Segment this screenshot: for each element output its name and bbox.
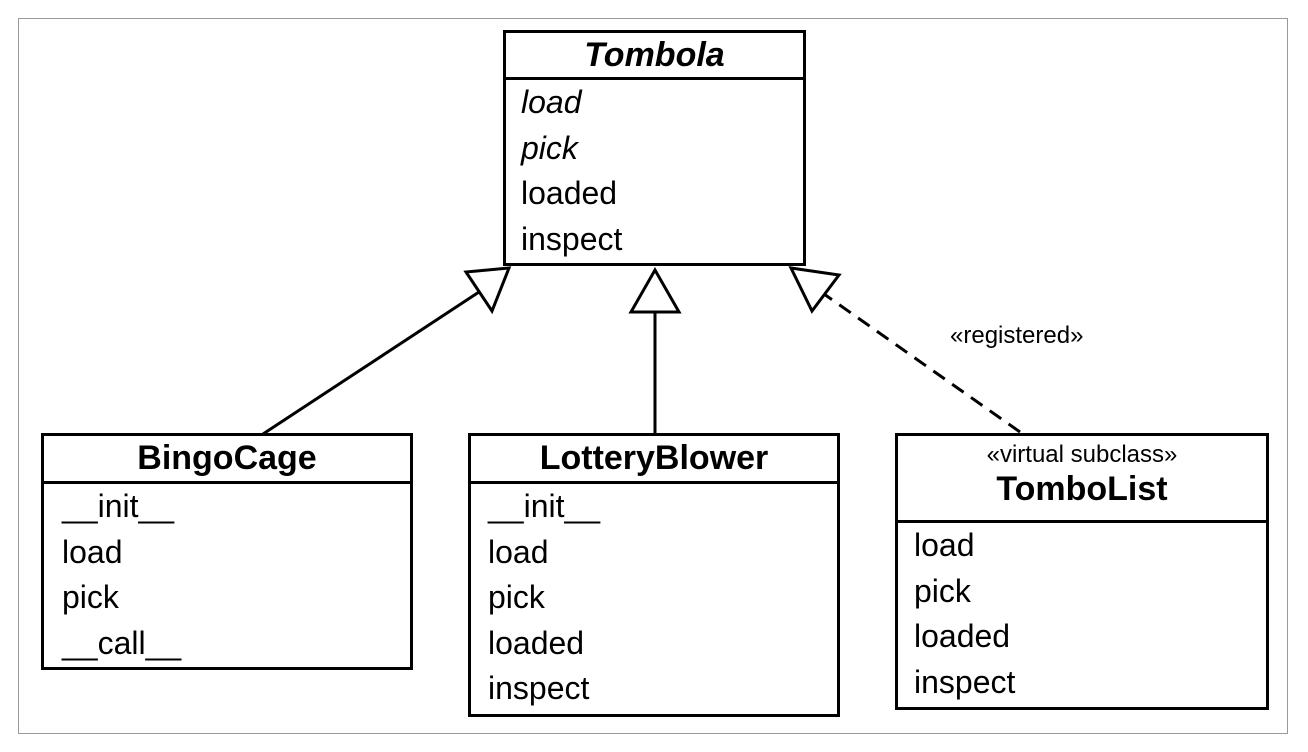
class-tombolist-member-pick: pick: [914, 572, 971, 609]
registered-edge-label: «registered»: [950, 322, 1084, 349]
class-lotteryblower-member-load: load: [488, 533, 549, 570]
class-lotteryblower-name: LotteryBlower: [539, 439, 769, 477]
lotteryblower-generalization-arrowhead: [628, 266, 682, 314]
class-bingocage-member-load: load: [62, 533, 123, 570]
class-tombola[interactable]: Tombola load pick loaded inspect: [503, 30, 806, 266]
class-bingocage-name: BingoCage: [137, 439, 317, 477]
class-tombola-name: Tombola: [584, 36, 725, 74]
class-lotteryblower-member-pick: pick: [488, 579, 545, 615]
bingocage-generalization-line: [262, 290, 480, 436]
class-tombolist-member-inspect: inspect: [914, 663, 1016, 700]
class-tombolist[interactable]: «virtual subclass» TomboList load pick l…: [895, 433, 1269, 710]
class-bingocage[interactable]: BingoCage __init__ load pick __call__: [41, 433, 413, 670]
class-tombola-members: load pick loaded inspect: [506, 80, 803, 262]
tombolist-registration-arrowhead: [788, 266, 842, 314]
class-tombola-member-load: load: [521, 84, 582, 120]
class-bingocage-member-call: __call__: [62, 624, 182, 661]
class-tombolist-header: «virtual subclass» TomboList: [898, 436, 1266, 523]
class-lotteryblower-member-init: __init__: [488, 488, 601, 524]
class-tombolist-members: load pick loaded inspect: [898, 523, 1266, 705]
class-tombolist-name: TomboList: [996, 470, 1168, 508]
tombolist-registration-line: [823, 292, 1021, 434]
class-lotteryblower-members: __init__ load pick loaded inspect: [471, 484, 837, 712]
class-tombolist-member-loaded: loaded: [914, 618, 1011, 654]
class-tombolist-stereotype: «virtual subclass»: [986, 441, 1178, 468]
class-tombola-member-loaded: loaded: [521, 175, 618, 211]
bingocage-generalization-arrowhead: [463, 266, 512, 315]
class-bingocage-member-init: __init__: [62, 488, 175, 524]
class-lotteryblower-member-inspect: inspect: [488, 670, 590, 706]
diagram-frame: [18, 18, 1288, 734]
class-lotteryblower-header: LotteryBlower: [471, 436, 837, 484]
class-bingocage-header: BingoCage: [44, 436, 410, 484]
class-lotteryblower[interactable]: LotteryBlower __init__ load pick loaded …: [468, 433, 840, 717]
class-bingocage-members: __init__ load pick __call__: [44, 484, 410, 666]
class-tombola-member-inspect: inspect: [521, 220, 623, 257]
class-tombola-member-pick: pick: [521, 129, 578, 166]
class-lotteryblower-member-loaded: loaded: [488, 624, 585, 661]
class-tombolist-member-load: load: [914, 527, 975, 563]
class-bingocage-member-pick: pick: [62, 579, 119, 615]
class-tombola-header: Tombola: [506, 33, 803, 80]
